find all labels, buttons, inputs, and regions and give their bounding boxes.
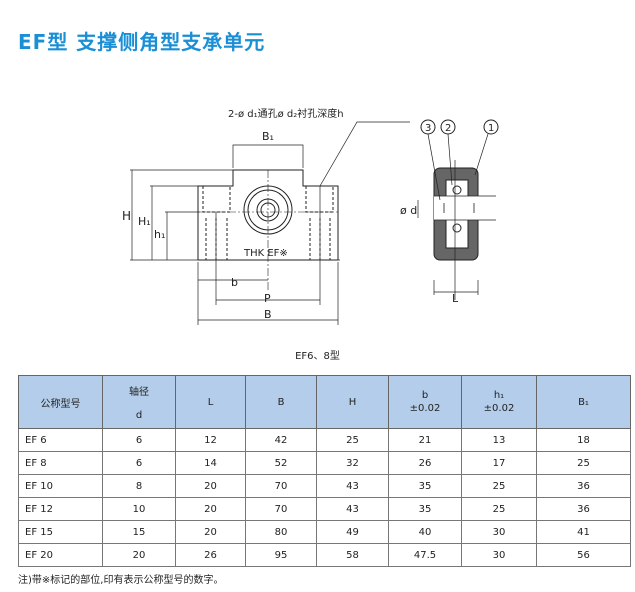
header-h1: h₁ ±0.02 (461, 375, 537, 429)
header-model: 公称型号 (18, 375, 103, 429)
cell-value: 20 (102, 543, 176, 567)
cell-model: EF 10 (18, 474, 103, 498)
header-L: L (175, 375, 246, 429)
label-H1: H₁ (138, 215, 151, 228)
cell-value: 26 (388, 451, 462, 475)
cell-value: 95 (245, 543, 317, 567)
cell-model: EF 6 (18, 428, 103, 452)
cell-value: 20 (175, 497, 246, 521)
label-P: P (264, 292, 271, 305)
label-b: b (231, 276, 238, 289)
cell-value: 30 (461, 543, 537, 567)
figure-caption: EF6、8型 (295, 351, 340, 362)
header-sub: ±0.02 (409, 403, 441, 414)
label-d: ø d (400, 204, 417, 217)
cell-value: 36 (536, 497, 631, 521)
label-B1: B₁ (262, 130, 274, 143)
cell-value: 8 (102, 474, 176, 498)
cell-value: 13 (461, 428, 537, 452)
footnote: 注)带※标记的部位,印有表示公称型号的数字。 (18, 575, 224, 586)
cell-value: 10 (102, 497, 176, 521)
front-view: B₁ H H₁ h₁ THK EF※ b P B 2-ø d₁通孔ø d₂衬孔深… (122, 107, 410, 325)
label-B: B (264, 308, 272, 321)
header-label: 轴径 (129, 387, 149, 398)
cell-value: 80 (245, 520, 317, 544)
cell-value: 6 (102, 451, 176, 475)
header-B1: B₁ (536, 375, 631, 429)
label-L: L (452, 292, 459, 305)
cell-model: EF 20 (18, 543, 103, 567)
cell-value: 52 (245, 451, 317, 475)
callout-1: 1 (488, 123, 494, 134)
cell-value: 30 (461, 520, 537, 544)
cell-value: 6 (102, 428, 176, 452)
header-B: B (245, 375, 317, 429)
cell-value: 56 (536, 543, 631, 567)
cell-value: 20 (175, 520, 246, 544)
cell-value: 21 (388, 428, 462, 452)
label-H: H (122, 209, 131, 223)
cell-value: 25 (536, 451, 631, 475)
callout-3: 3 (425, 123, 431, 134)
technical-drawing: B₁ H H₁ h₁ THK EF※ b P B 2-ø d₁通孔ø d₂衬孔深… (122, 107, 499, 325)
cell-value: 14 (175, 451, 246, 475)
cell-value: 32 (316, 451, 389, 475)
cell-value: 70 (245, 497, 317, 521)
cell-value: 40 (388, 520, 462, 544)
label-marking: THK EF※ (243, 248, 288, 259)
cell-value: 70 (245, 474, 317, 498)
cell-value: 26 (175, 543, 246, 567)
callout-2: 2 (445, 123, 451, 134)
header-sub: ±0.02 (483, 403, 515, 414)
cell-value: 18 (536, 428, 631, 452)
cell-value: 15 (102, 520, 176, 544)
cell-value: 25 (461, 497, 537, 521)
label-h1: h₁ (154, 228, 165, 241)
cell-value: 25 (316, 428, 389, 452)
cell-value: 12 (175, 428, 246, 452)
cell-value: 36 (536, 474, 631, 498)
header-label: b (421, 390, 429, 401)
cell-value: 47.5 (388, 543, 462, 567)
cell-value: 35 (388, 474, 462, 498)
header-H: H (316, 375, 389, 429)
cell-value: 42 (245, 428, 317, 452)
header-label: h₁ (493, 390, 505, 401)
header-d: 轴径 d (102, 375, 176, 429)
hole-note: 2-ø d₁通孔ø d₂衬孔深度h (228, 107, 344, 120)
cell-value: 43 (316, 497, 389, 521)
cell-value: 25 (461, 474, 537, 498)
cell-value: 35 (388, 497, 462, 521)
cell-model: EF 12 (18, 497, 103, 521)
header-b: b ±0.02 (388, 375, 462, 429)
cell-model: EF 8 (18, 451, 103, 475)
header-sub: d (135, 410, 143, 421)
cell-value: 20 (175, 474, 246, 498)
cell-value: 17 (461, 451, 537, 475)
page-title: EF型 支撑侧角型支承单元 (18, 30, 266, 54)
cell-model: EF 15 (18, 520, 103, 544)
cell-value: 58 (316, 543, 389, 567)
cell-value: 43 (316, 474, 389, 498)
side-view: 3 2 1 ø d L (400, 119, 499, 305)
table-header-row: 公称型号 轴径 d L B H b ±0.02 h₁ ±0.02 B₁ (18, 375, 631, 429)
cell-value: 49 (316, 520, 389, 544)
cell-value: 41 (536, 520, 631, 544)
